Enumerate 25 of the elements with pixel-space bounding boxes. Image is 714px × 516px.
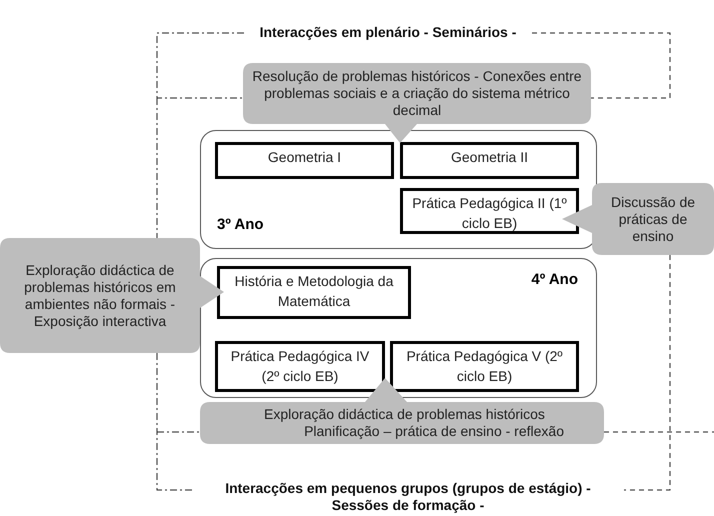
year-label: 4º Ano (531, 270, 578, 290)
course-title: Geometria II (450, 148, 528, 167)
course-box (400, 188, 579, 234)
callout-text: Planificação – prática de ensino - reflexão (304, 423, 565, 440)
year-panel (200, 130, 597, 249)
year-panel (200, 258, 597, 398)
course-box (215, 341, 385, 392)
course-box (217, 266, 411, 319)
course-box (390, 341, 579, 392)
course-title: História e Metodologia da Matemática (234, 272, 394, 311)
callout-text: Resolução de problemas históricos - Conexões entre problemas sociais e a criação do sistema métrico decimal (251, 68, 583, 119)
callout-text: Exploração didáctica de problemas históricos (263, 406, 545, 423)
callout-text: Discussão de práticas de ensino (610, 194, 696, 244)
course-title: Prática Pedagógica II (1º ciclo EB) (411, 194, 568, 233)
course-title: Prática Pedagógica IV (2º ciclo EB) (230, 347, 370, 386)
callout-bubble (243, 63, 591, 143)
course-box (400, 142, 579, 179)
course-title: Geometria I (268, 148, 342, 167)
callout-text: Exploração didáctica de problemas históricos em ambientes não formais - Exposição interactiva (23, 262, 177, 330)
course-box (215, 142, 394, 179)
year-label: 3º Ano (217, 214, 264, 234)
section-heading: Interacções em pequenos grupos (grupos de estágio) - Sessões de formação - (224, 480, 592, 514)
callout-bubble (0, 238, 224, 353)
section-heading: Interacções em plenário - Seminários - (258, 23, 518, 41)
course-title: Prática Pedagógica V (2º ciclo EB) (405, 347, 564, 386)
